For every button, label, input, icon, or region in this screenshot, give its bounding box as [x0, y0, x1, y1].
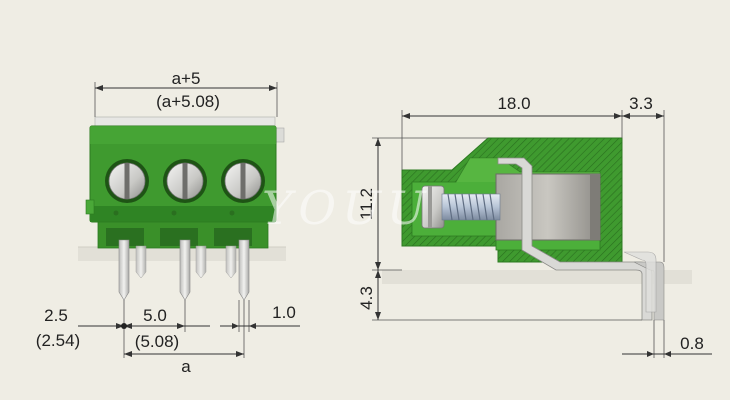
dim-width-secondary: (a+5.08) [156, 92, 220, 111]
dim-pin-length: 4.3 [357, 286, 376, 310]
front-view: a+5 (a+5.08) 2.5 (2.54) 5.0 (5.08) 1.0 a [36, 69, 300, 376]
screw-3 [221, 159, 265, 203]
dim-offset-primary: 2.5 [44, 306, 68, 325]
front-pins [118, 239, 250, 301]
screw-1 [105, 159, 149, 203]
dim-pin-thickness: 0.8 [680, 334, 704, 353]
dim-width-primary: a+5 [172, 69, 201, 88]
clamp-box [495, 173, 601, 241]
dim-length: 18.0 [497, 94, 530, 113]
side-view: 18.0 3.3 11.2 4.3 0.8 [357, 94, 712, 358]
dim-pin-width: 1.0 [272, 303, 296, 322]
dim-pitch-primary: 5.0 [143, 306, 167, 325]
dim-offset-secondary: (2.54) [36, 331, 80, 350]
pcb-board-side [382, 270, 692, 284]
dim-pitch-secondary: (5.08) [135, 332, 179, 351]
dim-a: a [181, 357, 191, 376]
watermark-logo: YOUU [262, 181, 432, 235]
side-screw [421, 185, 501, 229]
dim-height: 11.2 [357, 188, 376, 220]
screw-2 [163, 159, 207, 203]
dim-overhang: 3.3 [629, 94, 653, 113]
